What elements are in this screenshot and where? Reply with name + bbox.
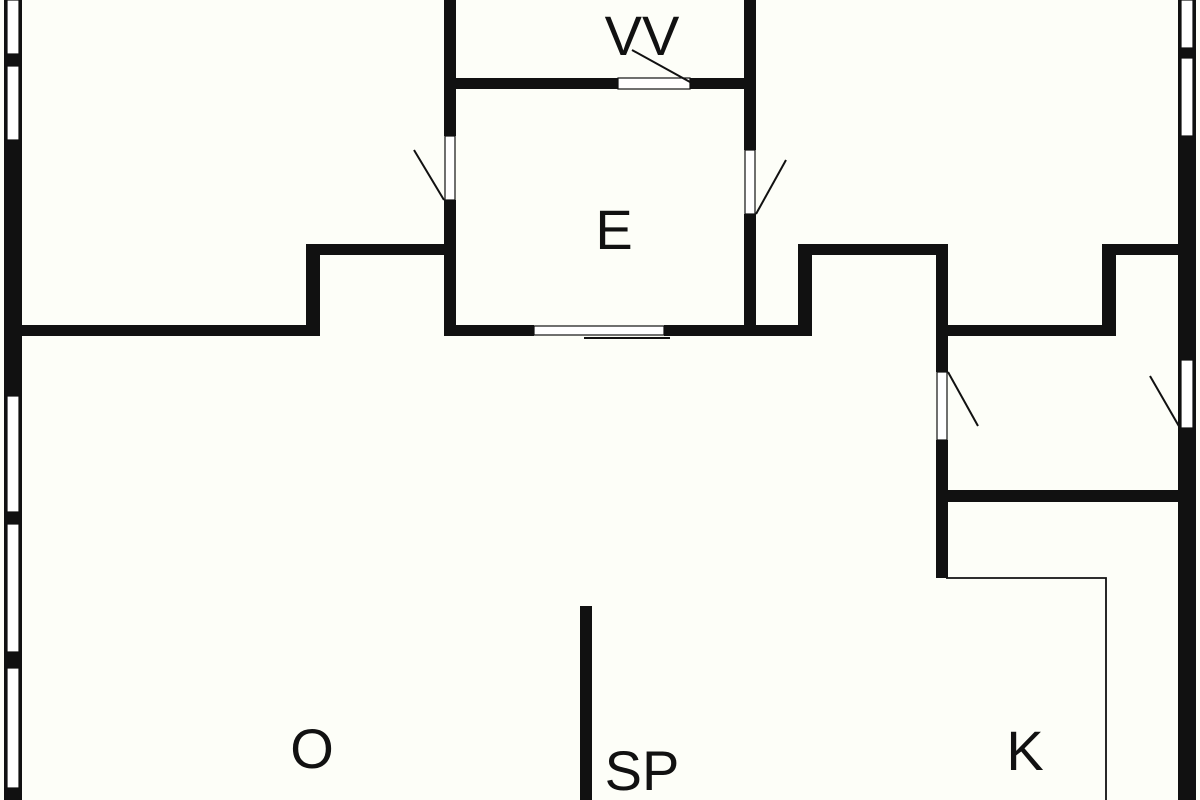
- door-frame-k-left: [936, 371, 948, 441]
- exterior-wall-left: [4, 0, 22, 800]
- wall-k-left-lower: [936, 440, 948, 578]
- room-label-o: O: [290, 717, 334, 780]
- kitchen-counter: [946, 577, 1107, 800]
- wall-e-bottom-right: [664, 325, 810, 336]
- wall-e-bottom-left: [444, 325, 534, 336]
- window-left-5: [6, 667, 20, 789]
- wall-e-right: [744, 214, 756, 336]
- wall-vv-bottom-left: [444, 78, 618, 89]
- door-swing-k-left: [947, 371, 979, 427]
- exterior-wall-right: [1178, 0, 1196, 800]
- interior-walls: [20, 0, 1182, 800]
- door-swings: [413, 49, 1181, 429]
- wall-right-lower: [936, 325, 1116, 336]
- door-swing-vv: [631, 49, 691, 83]
- window-left-4: [6, 523, 20, 653]
- door-swing-e-right: [755, 159, 787, 215]
- window-right-1: [1180, 0, 1194, 49]
- wall-vv-bottom-right: [690, 78, 756, 89]
- door-frame-vv: [617, 77, 691, 90]
- wall-closet-bottom: [936, 490, 1182, 502]
- door-frame-e-right: [744, 149, 756, 215]
- window-left-3: [6, 395, 20, 513]
- door-swing-e-left: [413, 149, 445, 201]
- room-label-e: E: [595, 198, 632, 261]
- wall-right-upper: [1102, 244, 1182, 255]
- window-left-2: [6, 65, 20, 141]
- wall-vv-left: [444, 0, 456, 136]
- door-swing-closet-right: [1149, 375, 1181, 429]
- room-label-sp: SP: [605, 739, 680, 800]
- wall-k-left-upper: [936, 244, 948, 372]
- room-label-vv: VV: [605, 4, 680, 67]
- wall-left-step-vertical: [306, 244, 320, 336]
- wall-mid-step-vertical: [798, 244, 812, 336]
- room-label-k: K: [1006, 719, 1043, 782]
- wall-right-step-vertical: [1102, 244, 1116, 336]
- window-left-1: [6, 0, 20, 55]
- wall-mid-upper: [798, 244, 948, 255]
- window-right-3: [1180, 359, 1194, 429]
- room-labels: VV E O SP K: [290, 4, 1043, 800]
- door-frame-e-left: [444, 135, 456, 201]
- wall-sp-partition: [580, 606, 592, 800]
- wall-vv-right: [744, 0, 756, 150]
- door-frames: [444, 77, 948, 441]
- wall-left-lower: [20, 325, 320, 336]
- window-right-2: [1180, 57, 1194, 137]
- wall-e-left: [444, 200, 456, 336]
- door-frame-e-bottom: [533, 325, 665, 336]
- wall-left-upper: [306, 244, 456, 255]
